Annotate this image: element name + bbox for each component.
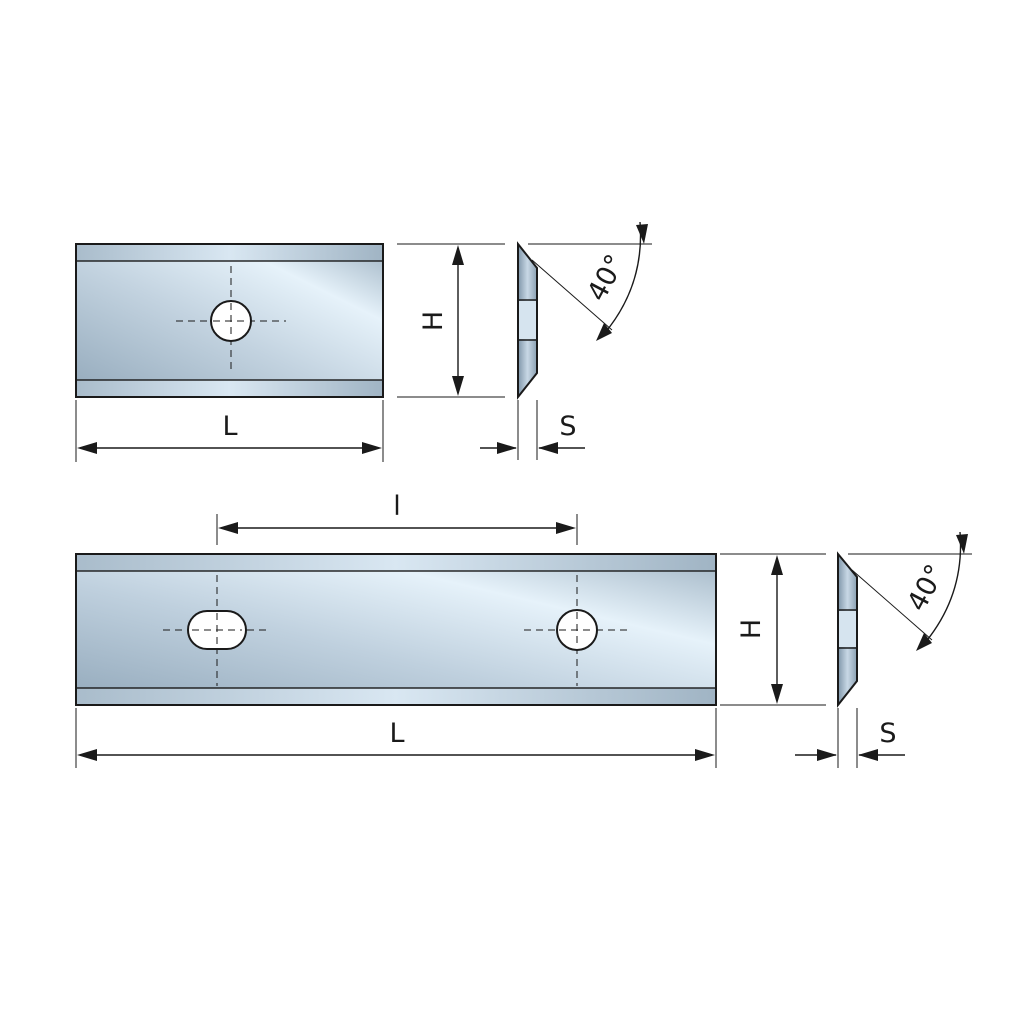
long-knife-side-view [837,551,858,708]
hole-spacing-label: l [393,491,401,522]
long-knife-length-dimension: L [75,708,717,768]
short-knife-front-view [75,243,384,398]
short-knife-height-dimension: H [397,243,505,398]
long-knife-top-bevel [75,553,717,572]
long-knife-bevel-angle-label: 40° [902,560,952,617]
short-knife-length-dimension: L [75,400,384,462]
short-knife-length-label: L [222,411,237,442]
long-knife-front-view [75,553,717,706]
long-knife-height-dimension: H [720,553,826,706]
short-knife-thickness-label: S [559,411,576,442]
long-knife-bevel-angle-dimension: 40° [848,531,972,651]
long-knife-thickness-label: S [879,718,896,749]
short-knife-thickness-dimension: S [480,400,585,460]
short-knife-bottom-bevel [75,379,384,398]
short-knife-side-view [517,241,538,400]
short-knife-top-bevel [75,243,384,262]
short-knife-height-label: H [418,311,449,331]
long-knife-length-label: L [389,718,404,749]
short-knife-bevel-angle-dimension: 40° [528,221,652,341]
short-knife-bevel-angle-label: 40° [582,250,632,307]
hole-spacing-dimension: l [216,491,578,545]
long-knife-bottom-bevel [75,687,717,706]
long-knife-thickness-dimension: S [795,708,905,768]
long-knife-height-label: H [736,619,767,639]
